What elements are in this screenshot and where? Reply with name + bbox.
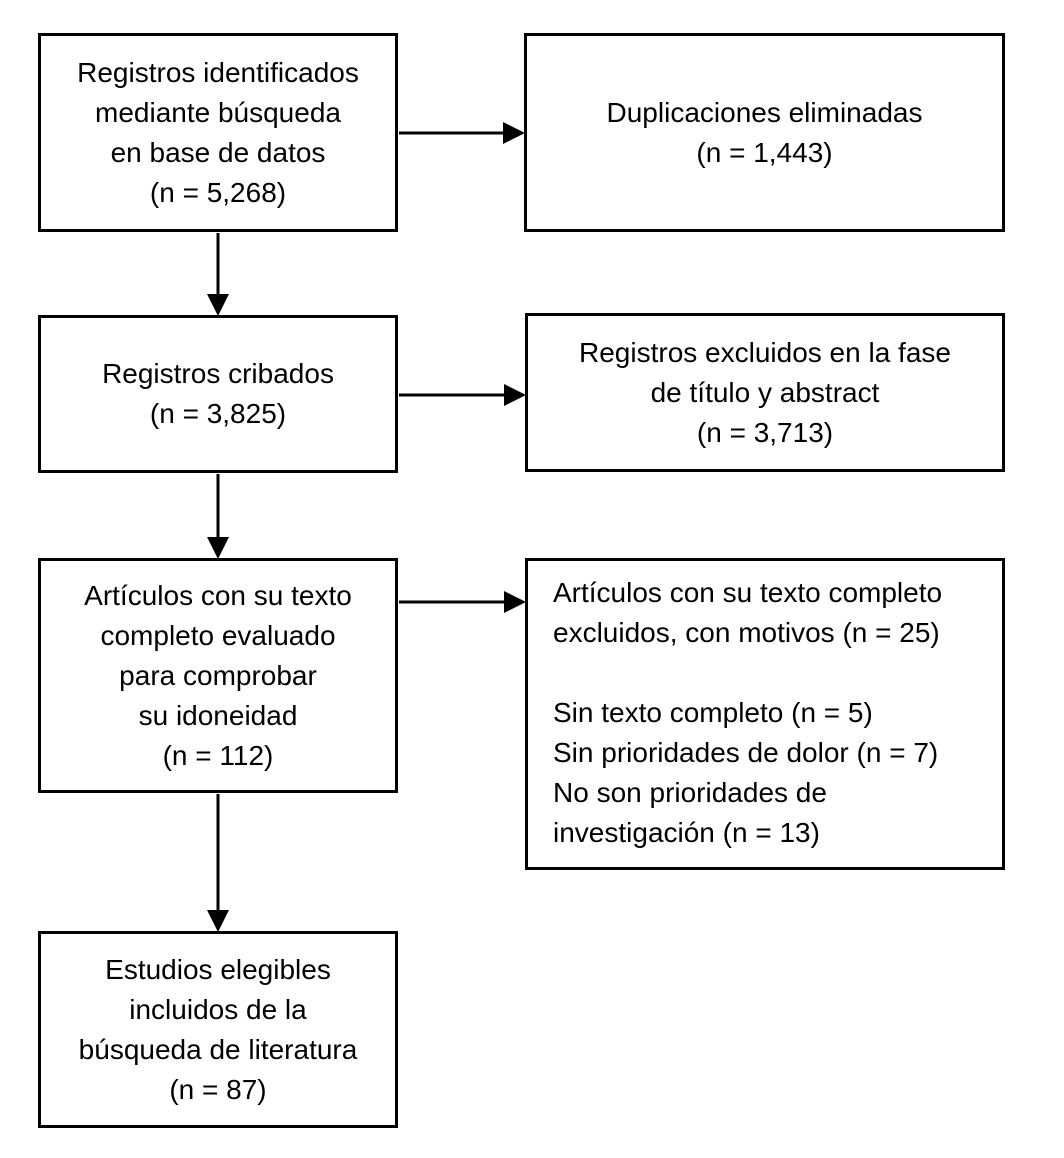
node-studies-included-text: Estudios elegibles incluidos de la búsqu… (78, 953, 358, 1105)
arrow-fulltext-to-excluded (399, 591, 526, 613)
node-records-screened-text: Registros cribados (n = 3,825) (102, 358, 334, 429)
arrow-fulltext-to-included (207, 794, 229, 932)
node-fulltext-assessed-text: Artículos con su texto completo evaluado… (84, 579, 352, 771)
arrow-screened-to-excluded (399, 384, 526, 406)
node-fulltext-excluded-text: Artículos con su texto completo excluido… (553, 577, 943, 848)
node-studies-included: Estudios elegibles incluidos de la búsqu… (38, 931, 398, 1128)
node-records-excluded-title-abstract-text: Registros excluidos en la fase de título… (579, 336, 951, 448)
node-records-screened: Registros cribados (n = 3,825) (38, 315, 398, 473)
arrow-identified-to-screened (207, 233, 229, 316)
node-records-identified: Registros identificados mediante búsqued… (38, 33, 398, 232)
arrow-identified-to-duplicates (399, 122, 525, 144)
node-records-excluded-title-abstract: Registros excluidos en la fase de título… (525, 313, 1005, 472)
node-fulltext-assessed: Artículos con su texto completo evaluado… (38, 558, 398, 793)
arrow-screened-to-fulltext (207, 474, 229, 559)
node-duplicates-removed: Duplicaciones eliminadas (n = 1,443) (524, 33, 1005, 232)
node-duplicates-removed-text: Duplicaciones eliminadas (n = 1,443) (606, 96, 923, 168)
node-records-identified-text: Registros identificados mediante búsqued… (77, 56, 359, 208)
node-fulltext-excluded: Artículos con su texto completo excluido… (525, 558, 1005, 870)
